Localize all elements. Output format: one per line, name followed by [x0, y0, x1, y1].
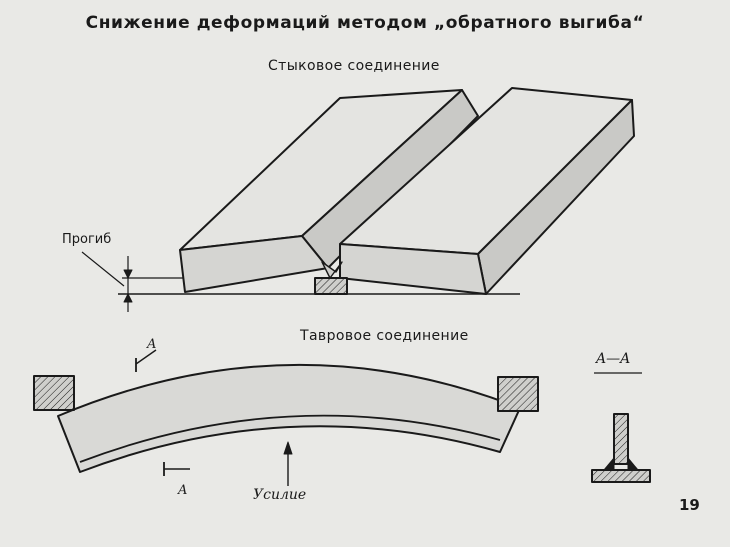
page-title: Снижение деформаций методом „обратного в…: [85, 13, 645, 33]
deflection-arrow-bottom: [123, 293, 133, 303]
section-weld-right: [627, 457, 639, 471]
section-flange: [591, 469, 651, 483]
tee-joint-label: Тавровое соединение: [300, 328, 469, 344]
deflection-arrow-top: [123, 269, 133, 279]
section-mark-top: A: [147, 337, 157, 352]
section-web: [613, 413, 629, 465]
section-mark-bottom: A: [178, 483, 188, 498]
force-arrow-head: [283, 441, 293, 455]
butt-joint-label: Стыковое соединение: [268, 58, 440, 74]
section-mark-top-arrow: [135, 349, 157, 365]
tee-flange-strip: [79, 414, 501, 463]
section-weld-left: [603, 457, 615, 471]
page-number: 19: [679, 496, 700, 514]
butt-weld-seam: [321, 261, 343, 279]
tee-support-right: [497, 376, 539, 412]
force-label: Усилие: [253, 487, 307, 503]
tee-bent-plate: [57, 363, 521, 473]
deflection-leader: [81, 251, 125, 287]
butt-support-block: [314, 277, 348, 295]
tee-support-left: [33, 375, 75, 411]
section-title: A—A: [596, 351, 631, 367]
deflection-label: Прогиб: [62, 232, 112, 247]
